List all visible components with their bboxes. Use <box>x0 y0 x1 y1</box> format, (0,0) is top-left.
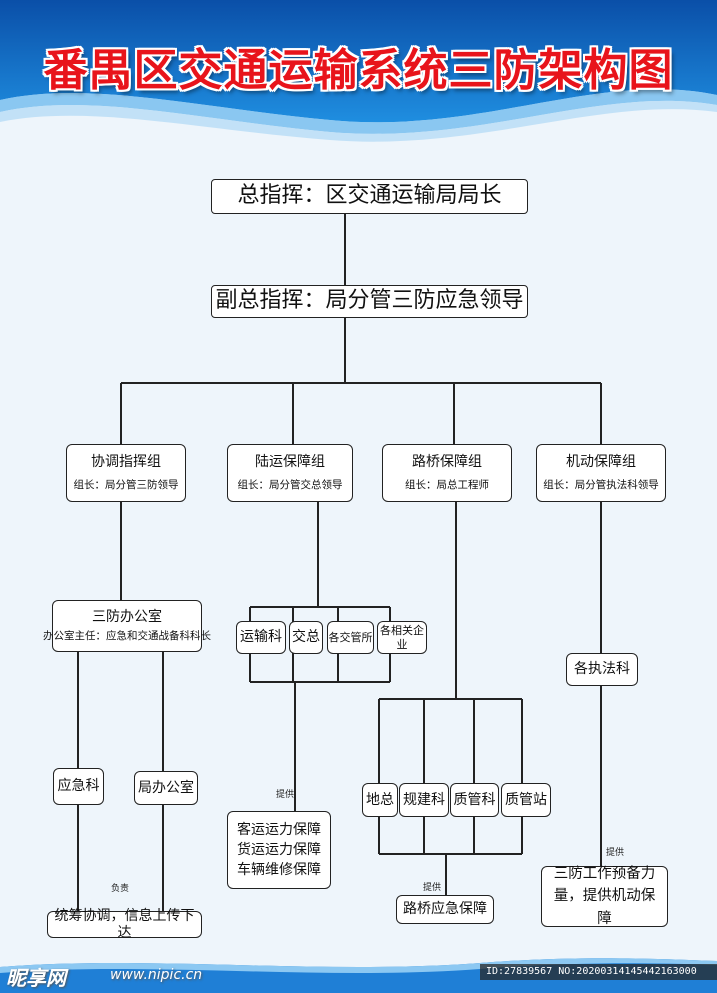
group-name: 陆运保障组 <box>255 454 325 471</box>
traffic-stations-box: 各交管所 <box>327 621 374 654</box>
service-passenger: 客运运力保障 <box>237 821 321 838</box>
group-leader: 组长：局分管交总领导 <box>237 479 343 492</box>
land-office-box: 地总 <box>362 783 398 817</box>
group-leader: 组长：局分管三防领导 <box>73 479 179 492</box>
bridge-service-box: 路桥应急保障 <box>396 895 494 924</box>
related-enterprises-box: 各相关企业 <box>377 621 427 654</box>
quality-station-box: 质管站 <box>501 783 551 817</box>
commander-box: 总指挥：区交通运输局局长 <box>211 179 528 214</box>
office-box: 三防办公室 办公室主任：应急和交通战备科科长 <box>43 600 211 652</box>
transport-services-box: 客运运力保障 货运运力保障 车辆维修保障 <box>227 811 331 889</box>
chart-title: 番禺区交通运输系统三防架构图 <box>43 45 674 96</box>
deputy-commander-box: 副总指挥：局分管三防应急领导 <box>211 285 528 318</box>
group-coordination: 协调指挥组 组长：局分管三防领导 <box>66 444 186 502</box>
bridge-provide-label: 提供 <box>423 883 442 893</box>
group-leader: 组长：局分管执法科领导 <box>543 479 659 492</box>
office-name: 三防办公室 <box>92 609 162 626</box>
planning-section-box: 规建科 <box>399 783 449 817</box>
group-mobile: 机动保障组 组长：局分管执法科领导 <box>536 444 666 502</box>
group-name: 协调指挥组 <box>91 454 161 471</box>
group-land-transport: 陆运保障组 组长：局分管交总领导 <box>227 444 353 502</box>
service-vehicle-repair: 车辆维修保障 <box>237 862 321 879</box>
mobile-service-box: 三防工作预备力量，提供机动保障 <box>541 866 668 927</box>
group-road-bridge: 路桥保障组 组长：局总工程师 <box>382 444 512 502</box>
mobile-provide-label: 提供 <box>606 848 625 858</box>
enforcement-sections-box: 各执法科 <box>566 653 638 686</box>
transport-company-box: 交总 <box>289 621 323 654</box>
group-name: 机动保障组 <box>566 454 636 471</box>
watermark-id: ID:27839567 NO:20200314145442163000 <box>480 964 717 980</box>
group-leader: 组长：局总工程师 <box>405 479 489 492</box>
office-duty-label: 负责 <box>111 884 130 894</box>
quality-section-box: 质管科 <box>450 783 499 817</box>
watermark-site: www.nipic.cn <box>110 967 203 983</box>
office-head: 办公室主任：应急和交通战备科科长 <box>43 630 211 643</box>
transport-provide-label: 提供 <box>276 790 295 800</box>
group-name: 路桥保障组 <box>412 454 482 471</box>
watermark-logo: 昵享网 <box>6 966 66 990</box>
office-duty-box: 统筹协调，信息上传下达 <box>47 908 202 941</box>
bureau-office-box: 局办公室 <box>134 771 198 805</box>
transport-section-box: 运输科 <box>236 621 286 654</box>
service-freight: 货运运力保障 <box>237 841 321 858</box>
header-wave-background <box>0 0 717 150</box>
emergency-section-box: 应急科 <box>53 768 104 805</box>
